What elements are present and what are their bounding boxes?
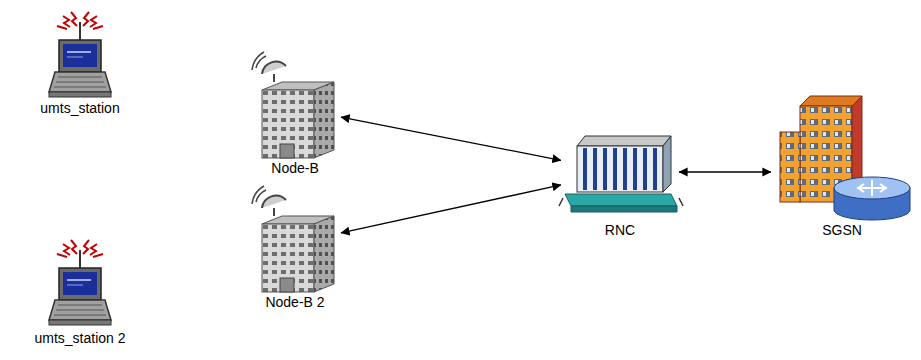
node-label: SGSN xyxy=(771,222,913,238)
link-arrow xyxy=(341,185,561,233)
server-building-icon xyxy=(780,96,910,220)
node-label: umts_station 2 xyxy=(31,330,130,346)
node-label: umts_station xyxy=(37,100,124,116)
node-label: Node-B 2 xyxy=(249,294,341,310)
controller-icon xyxy=(559,136,683,212)
server-node: SGSN xyxy=(771,92,913,238)
link-arrow xyxy=(341,117,561,160)
base-station-icon xyxy=(252,186,334,292)
link-arrow xyxy=(679,171,771,172)
node-label: Node-B xyxy=(249,160,341,176)
laptop-icon xyxy=(49,240,111,325)
controller-node: RNC xyxy=(561,128,679,238)
station-node: umts_station xyxy=(37,10,124,116)
node-label: RNC xyxy=(561,222,679,238)
base-station-node: Node-B 2 xyxy=(249,190,341,310)
laptop-icon xyxy=(49,12,111,97)
base-station-node: Node-B xyxy=(249,56,341,176)
base-station-icon xyxy=(252,52,334,158)
station-node: umts_station 2 xyxy=(31,238,130,346)
